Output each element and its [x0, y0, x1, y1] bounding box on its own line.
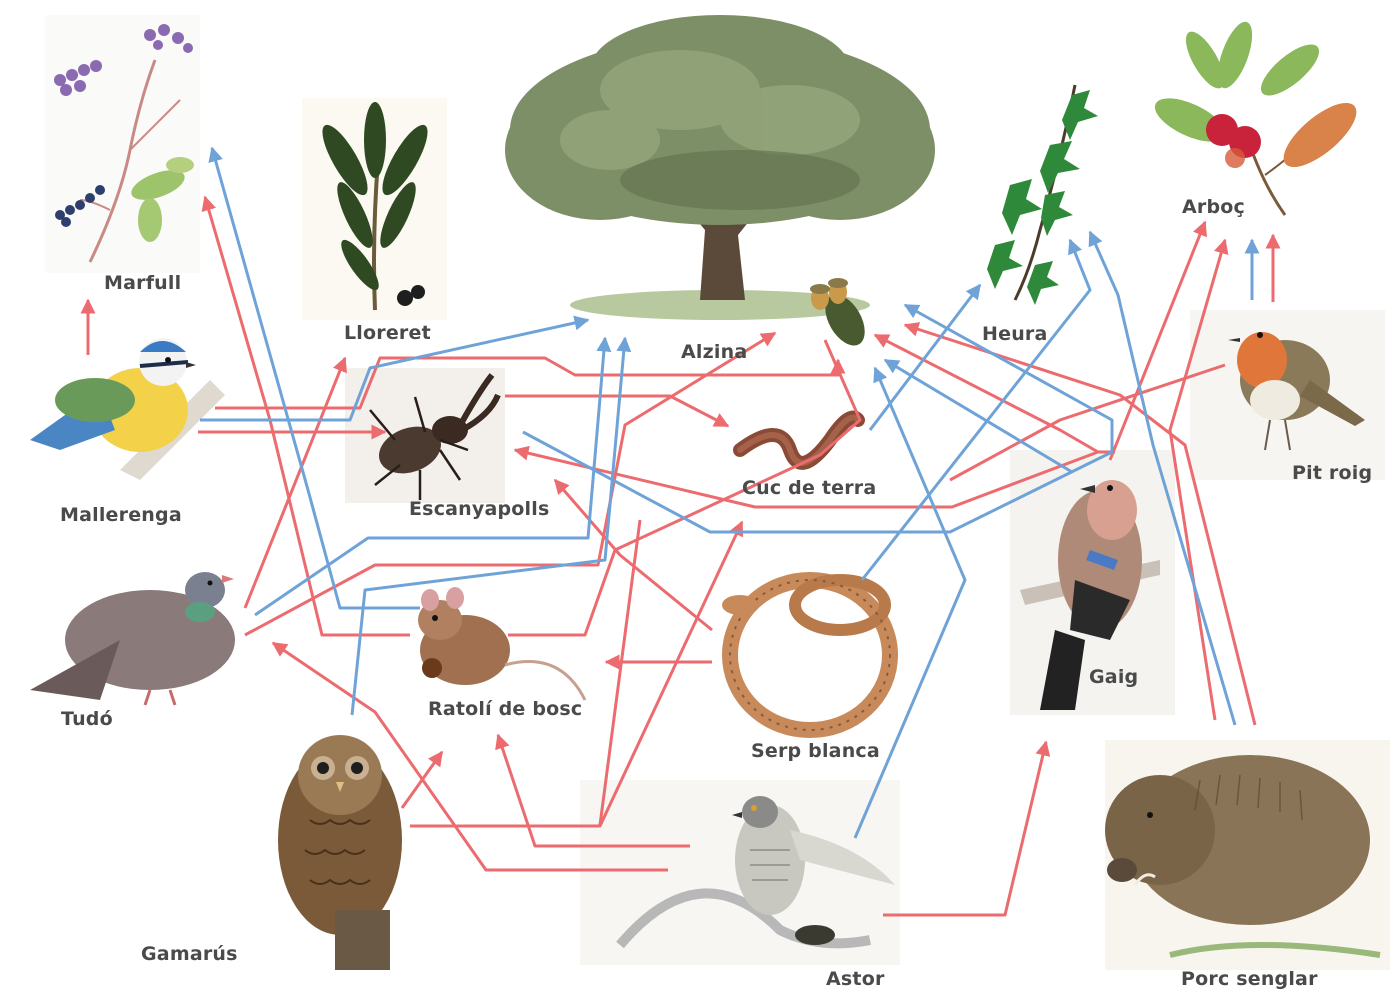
- acorns-icon: [810, 278, 865, 346]
- label-escanyapolls: Escanyapolls: [409, 498, 550, 520]
- arrow-gamarus-alzina-shelter: [350, 336, 632, 716]
- label-porc-senglar: Porc senglar: [1181, 968, 1318, 990]
- label-gaig: Gaig: [1089, 666, 1139, 688]
- arrow-cuc-heura: [868, 283, 982, 431]
- label-gamarus: Gamarús: [141, 943, 238, 965]
- arrow-porc-alzina-1: [903, 322, 1257, 726]
- goshawk-icon: [580, 780, 900, 965]
- arrow-gamarus-cuc: [410, 520, 744, 828]
- label-astor: Astor: [826, 968, 885, 990]
- arrow-tudo-alzina: [244, 331, 777, 637]
- arrow-ratoli-marfull-shelter: [208, 146, 420, 610]
- arrow-gaig-arboc: [1108, 220, 1207, 461]
- label-alzina: Alzina: [681, 341, 748, 363]
- arrow-astor-tudo: [271, 641, 668, 872]
- ladder-snake-icon: [722, 572, 898, 738]
- daphne-plant-icon: [302, 98, 447, 320]
- ivy-icon: [987, 84, 1098, 305]
- label-heura: Heura: [982, 323, 1048, 345]
- viburnum-plant-icon: [45, 15, 200, 273]
- arrow-tudo-alzina-shelter: [254, 336, 612, 617]
- label-serp-blanca: Serp blanca: [751, 740, 880, 762]
- arrow-porc-alzina-2: [873, 333, 1099, 454]
- label-tudo: Tudó: [61, 708, 113, 730]
- arrow-gaig-alzina-shelter: [883, 358, 1073, 474]
- arrow-ratoli-marfull: [201, 195, 410, 637]
- arrow-mallerenga-alzina: [215, 356, 846, 410]
- arrow-porc-heura: [1088, 230, 1237, 726]
- earthworm-icon: [733, 410, 865, 470]
- arrow-serp-heura: [860, 238, 1092, 581]
- wood-pigeon-icon: [30, 572, 235, 706]
- label-arboc: Arboç: [1182, 196, 1245, 218]
- strawberry-tree-icon: [1154, 21, 1357, 216]
- arrow-serp-escanyapolls: [553, 478, 713, 632]
- wood-mouse-icon: [418, 587, 587, 701]
- arrow-astor-alzina: [853, 366, 967, 839]
- arrow-serp-alzina: [598, 519, 642, 826]
- wild-boar-icon: [1105, 740, 1390, 970]
- arrow-tudo-lloreret: [243, 356, 347, 609]
- tawny-owl-icon: [278, 735, 402, 970]
- arrow-gaig-escanyapolls: [513, 445, 1115, 509]
- label-marfull: Marfull: [104, 272, 182, 294]
- arrow-pitroig-escanyapolls: [949, 363, 1226, 482]
- label-mallerenga: Mallerenga: [60, 504, 182, 526]
- arrow-porc-arboc: [1168, 238, 1229, 721]
- arrow-astor-ratoli: [495, 733, 690, 848]
- arrow-mallerenga-alzina-shelter: [200, 315, 590, 422]
- label-pit-roig: Pit roig: [1292, 462, 1373, 484]
- jay-icon: [1010, 450, 1175, 715]
- arrow-ratoli-alzina: [508, 339, 862, 637]
- holm-oak-tree-icon: [505, 15, 935, 320]
- arrow-astor-gaig: [883, 740, 1051, 917]
- label-cuc-de-terra: Cuc de terra: [742, 477, 877, 499]
- robin-icon: [1190, 310, 1385, 480]
- arrow-escanyapolls-alzina: [522, 303, 1114, 534]
- label-lloreret: Lloreret: [344, 322, 431, 344]
- label-ratoli-de-bosc: Ratolí de bosc: [428, 698, 583, 720]
- blue-tit-icon: [30, 338, 225, 480]
